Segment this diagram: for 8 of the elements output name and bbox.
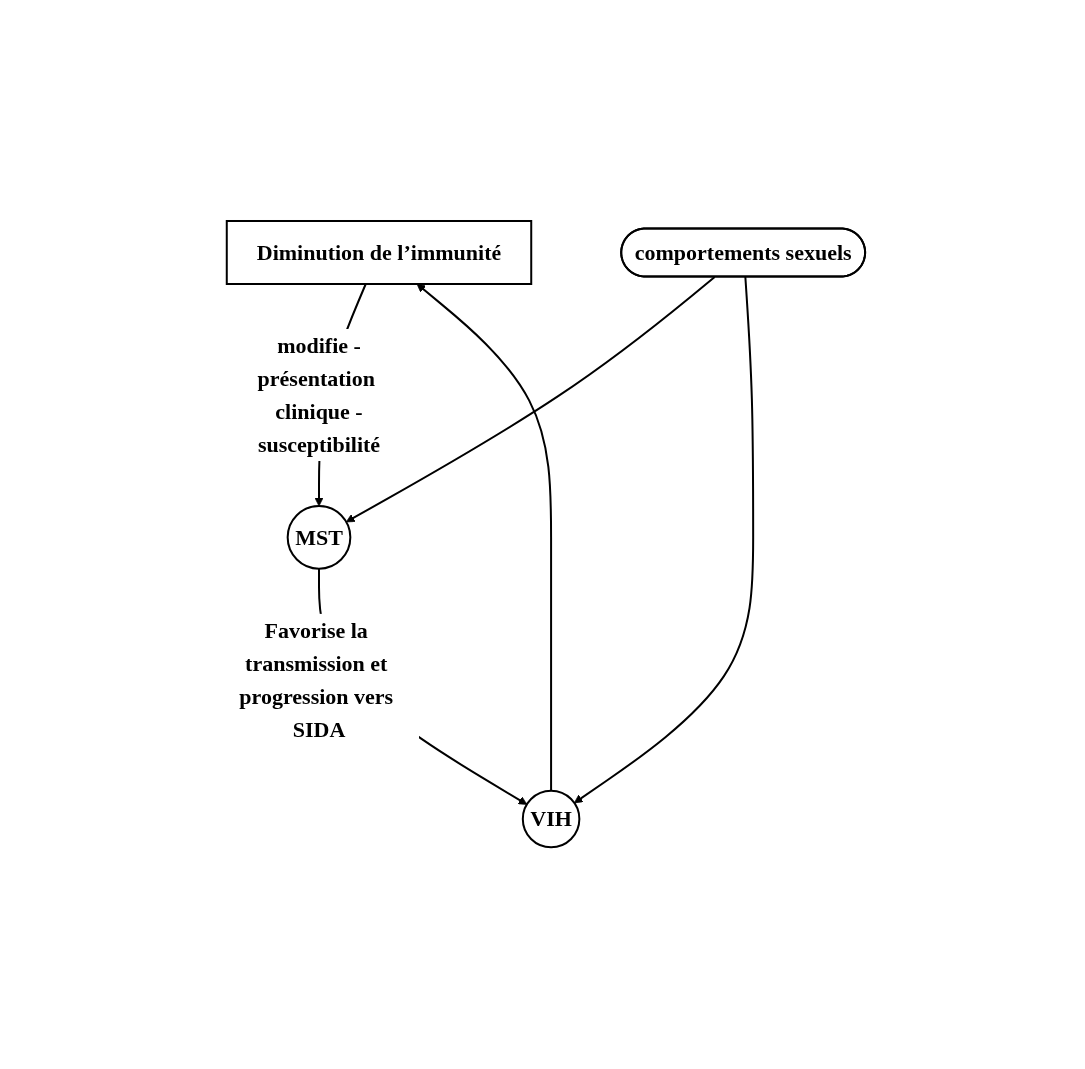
arrow	[346, 276, 717, 523]
node-circle: MST	[287, 505, 352, 571]
edge-label: modifie -présentation clinique -susceptibilité	[258, 333, 381, 458]
arrow	[417, 283, 553, 793]
edge-label: Favorise la transmission et progression vers SIDA	[239, 618, 394, 743]
arrow	[574, 276, 755, 804]
node-box: Diminution de l’immunité	[226, 220, 533, 286]
node-circle: VIH	[522, 790, 581, 849]
